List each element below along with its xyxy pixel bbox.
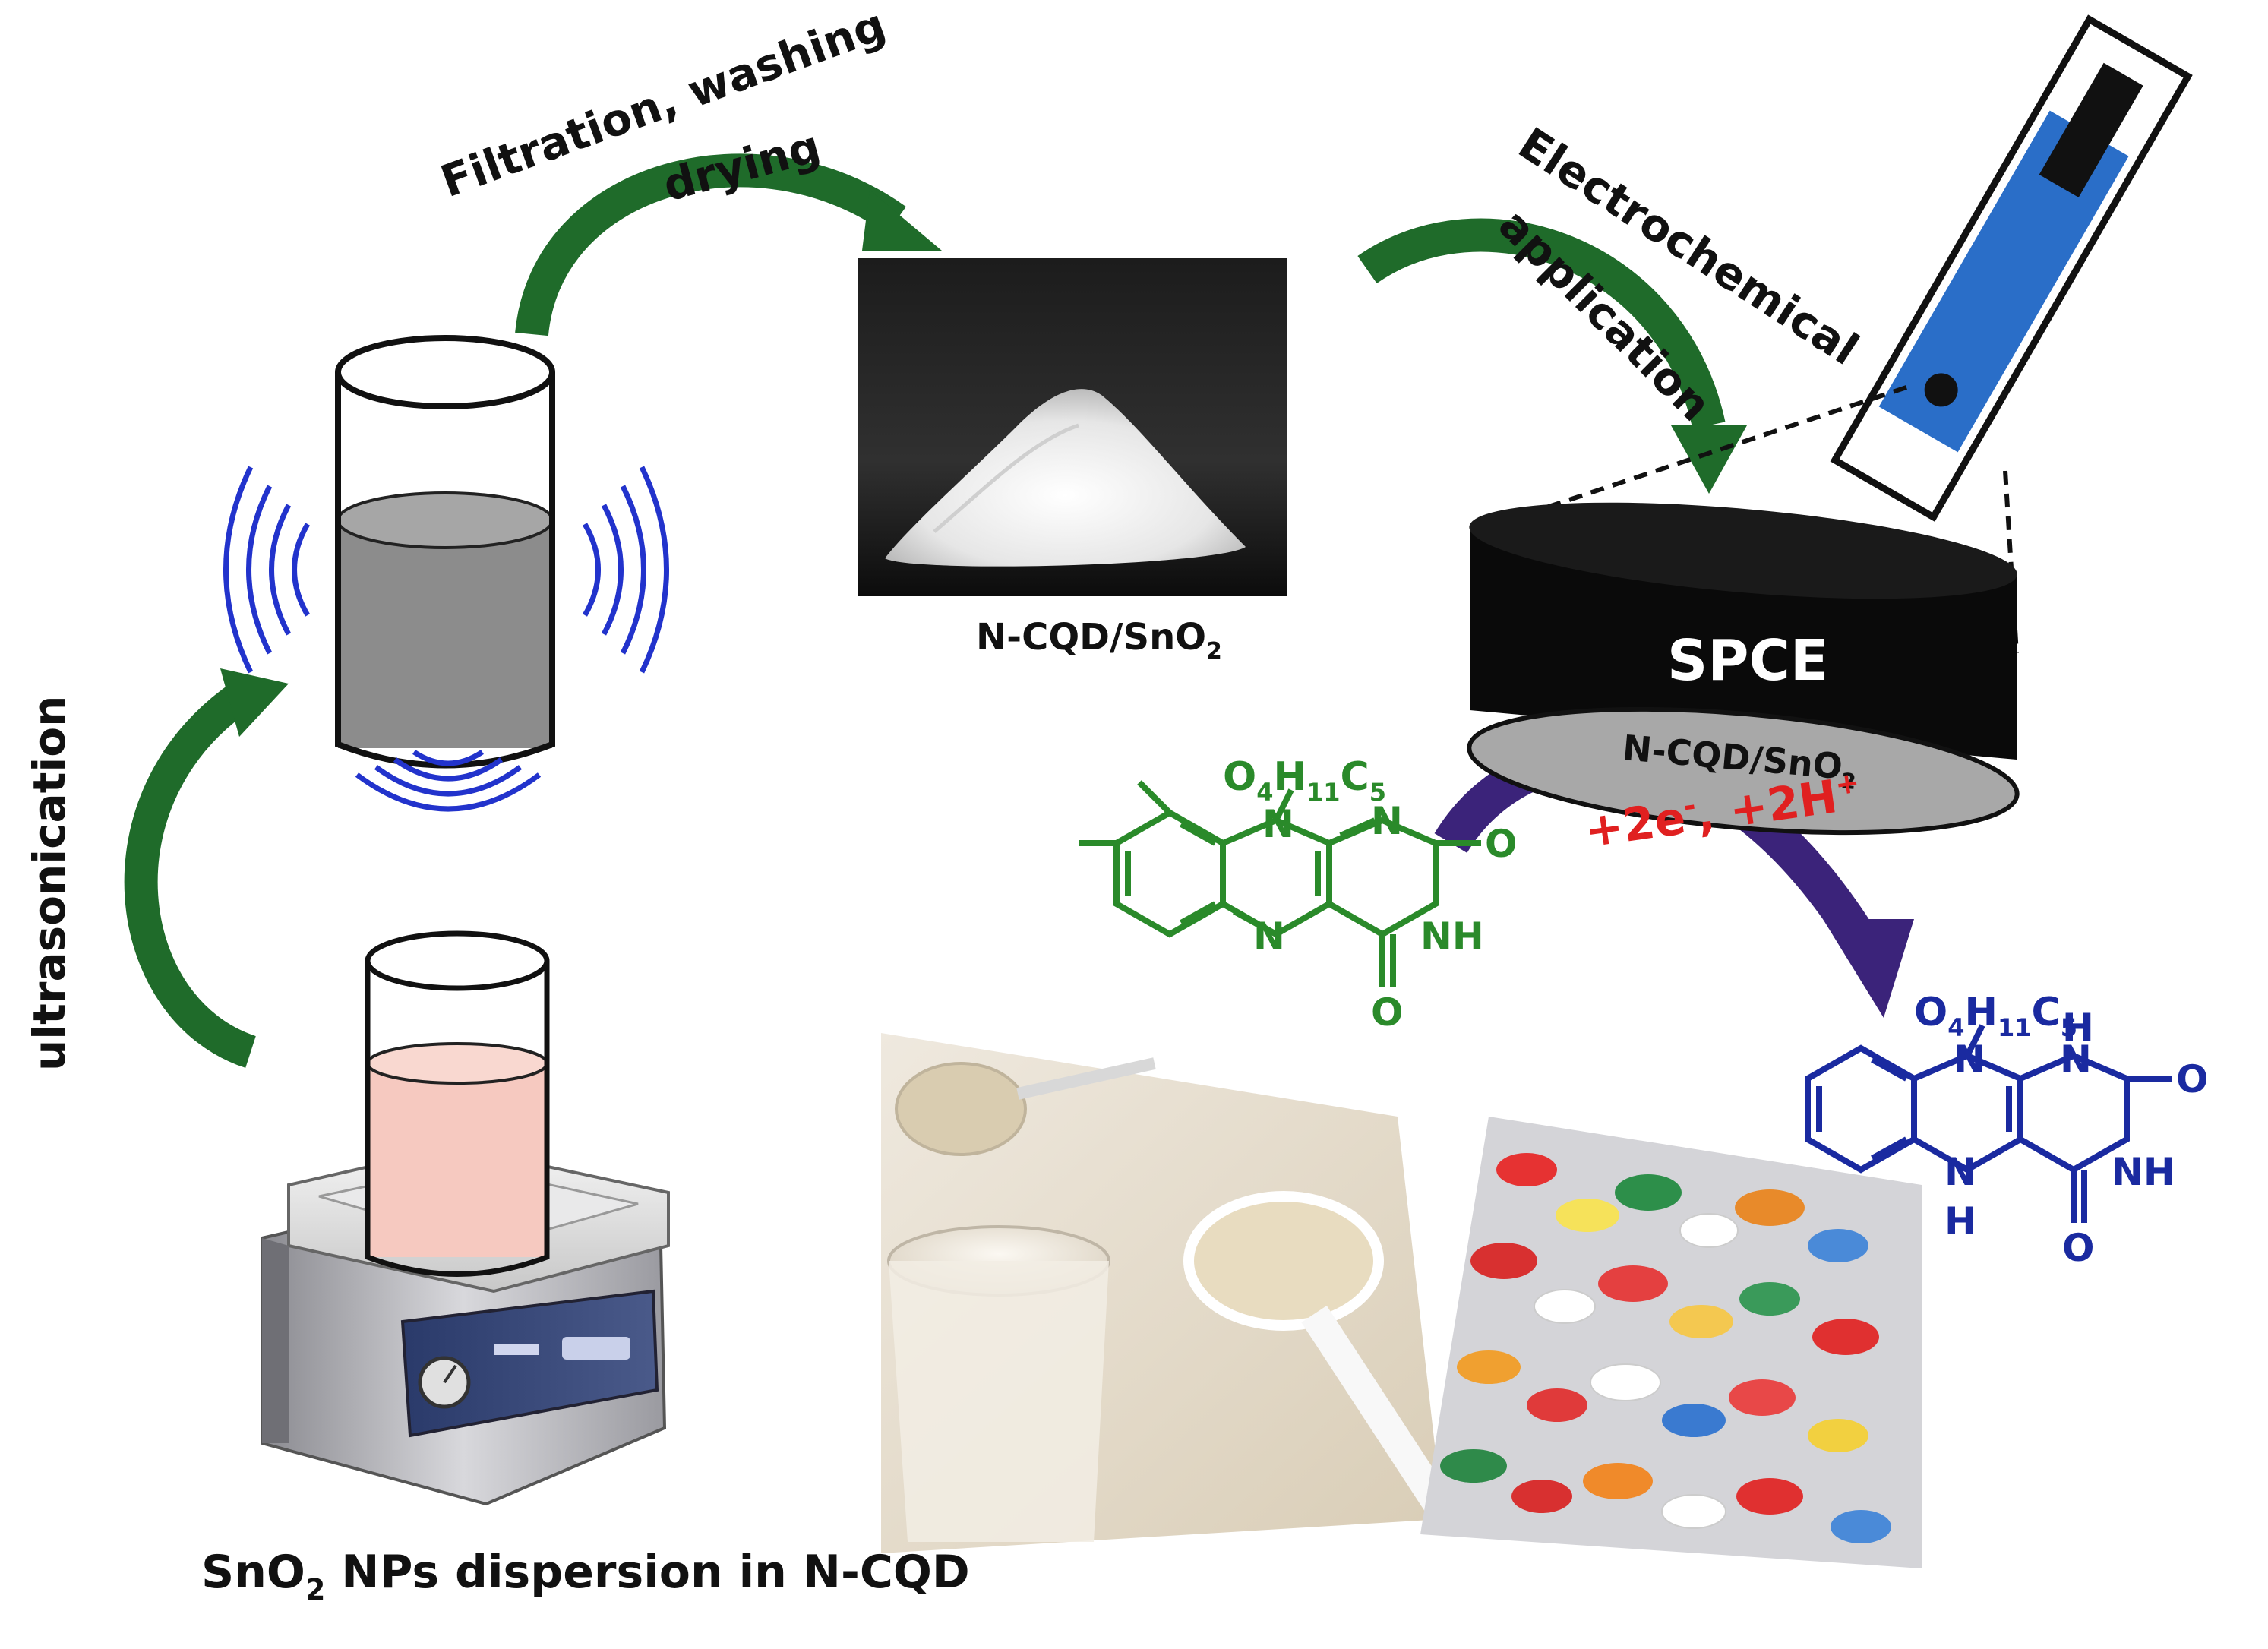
atom-h: H [2062,1006,2094,1050]
atom-n: N [2060,1038,2092,1082]
arrow-ultrasonication [124,668,289,1068]
atom-n: N [1954,1038,1985,1082]
pills-photo [1420,1117,1922,1568]
zoom-lines [1507,385,2019,654]
svg-text:O4H11C5: O4H11C5 [1914,990,2077,1042]
beaker-grey-solution [335,335,555,769]
beaker-pink-solution [365,930,550,1277]
spce-label: SPCE [1667,628,1828,693]
label-filtration-line2: drying [658,120,826,211]
atom-n: N [1371,799,1403,843]
atom-h: H [1944,1199,1976,1243]
arrow-filtration [515,153,942,336]
molecule-oxidized [1079,780,1481,987]
atom-n: N [1253,915,1285,959]
label-ultrasonication: ultrasonication [24,696,75,1071]
powder-caption: N-CQD/SnO2 [976,616,1222,665]
svg-text:O4H11C5: O4H11C5 [1223,754,1386,807]
screen-printed-electrode [1830,14,2193,522]
molecule-oxidized-labels: O4H11C5 N N N O NH O [1223,754,1518,1035]
molecule-reduced-labels: O4H11C5 N H N O NH N H O H [1914,990,2209,1270]
ultrasound-waves [223,466,669,812]
dispersion-caption: SnO2 NPs dispersion in N-CQD [201,1546,970,1606]
arrow-electrochemical [1357,218,1747,494]
spce-disc [1467,502,2020,836]
atom-o: O [1485,822,1518,866]
molecule-reduced [1805,1024,2172,1223]
atom-o: O [1371,990,1404,1035]
atom-nh: NH [2112,1150,2175,1194]
atom-o: O [2062,1226,2095,1270]
powder-photo [858,258,1287,596]
atom-n: N [1944,1150,1976,1194]
atom-o: O [2176,1057,2209,1101]
food-photo [881,1033,1456,1553]
atom-n: N [1262,802,1294,846]
atom-nh: NH [1420,915,1484,959]
